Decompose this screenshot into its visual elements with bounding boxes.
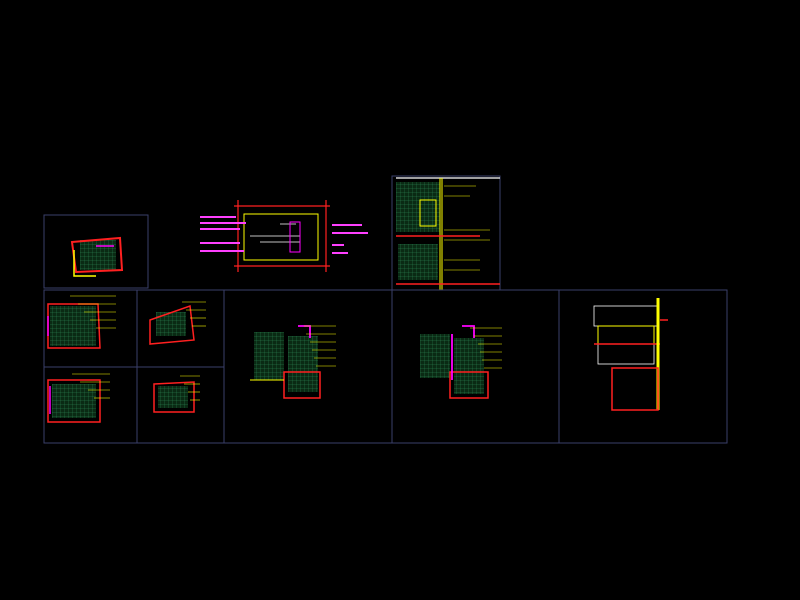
plan-a-leaders [70, 295, 116, 329]
plan-detail-cabinet [289, 221, 301, 253]
key-plan-frame [43, 214, 149, 289]
plan-detail-fixtures [250, 223, 300, 243]
plan-b[interactable] [149, 301, 206, 345]
section-tile-lower [398, 244, 438, 280]
plan-d-floor [158, 386, 188, 408]
key-plan-floor [80, 240, 116, 270]
elevation[interactable] [593, 298, 668, 411]
plan-c-leaders [72, 373, 110, 399]
plan-a[interactable] [47, 295, 116, 349]
plan-b-leaders [182, 301, 206, 327]
plan-e-floor-right [288, 336, 318, 392]
bottom-sheet[interactable] [43, 289, 728, 444]
plan-a-floor [50, 306, 96, 346]
plan-f[interactable] [420, 325, 502, 399]
section-detail[interactable] [391, 175, 501, 291]
plan-f-floor-left [420, 334, 450, 378]
key-plan-yellow-wall [73, 250, 96, 277]
plan-detail-axes [234, 200, 330, 272]
plan-c-floor [52, 384, 96, 418]
section-window [419, 199, 437, 227]
plan-e-floor-left [254, 332, 284, 380]
plan-detail-notes-right [332, 224, 368, 254]
plan-detail[interactable] [200, 200, 368, 272]
section-tile-upper [396, 182, 440, 232]
elevation-base-cabinets [597, 343, 655, 365]
plan-c[interactable] [47, 373, 110, 423]
elevation-door [611, 367, 659, 411]
plan-e-leaders [304, 325, 336, 367]
key-plan[interactable] [43, 214, 149, 289]
plan-d[interactable] [153, 375, 200, 413]
plan-e[interactable] [250, 325, 336, 399]
plan-detail-room [243, 213, 319, 261]
section-leaders [444, 185, 490, 271]
elevation-upper-cabinets [593, 305, 659, 327]
plan-f-leaders [470, 327, 502, 369]
plan-d-leaders [180, 375, 200, 401]
section-wall [439, 178, 443, 290]
plan-detail-notes-left [200, 216, 246, 252]
elevation-backsplash [597, 325, 655, 345]
plan-f-floor-right [454, 338, 484, 394]
